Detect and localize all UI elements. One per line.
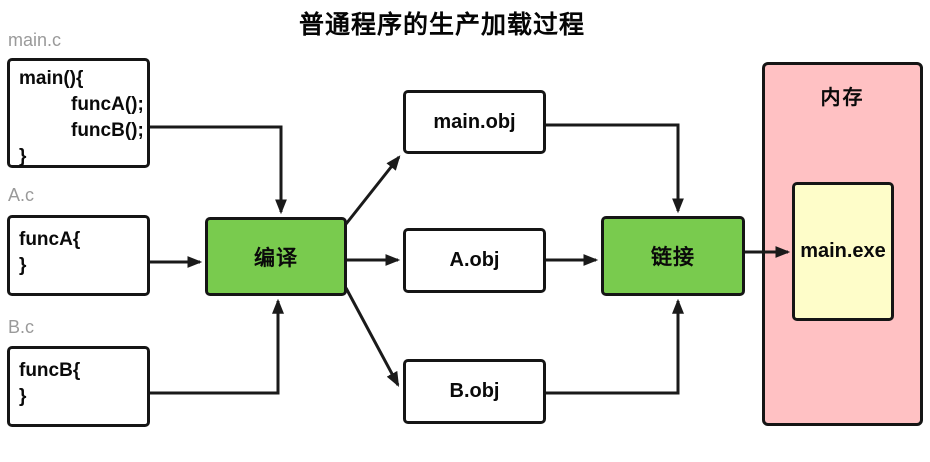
object-box-b-obj: B.obj — [403, 359, 546, 424]
source-box-a-c: funcA{ } — [7, 215, 150, 296]
arrow-compile-to-b-obj — [344, 287, 400, 387]
code-line: } — [19, 255, 27, 276]
code-line: funcB{ — [19, 360, 81, 381]
file-label-b-c: B.c — [8, 317, 35, 337]
diagram-title: 普通程序的生产加载过程 — [298, 11, 585, 39]
compile-stage-box: 编译 — [205, 217, 347, 296]
source-box-b-c: funcB{ } — [7, 346, 150, 427]
arrow-main-obj-to-link — [546, 123, 684, 214]
code-line: funcA{ — [19, 229, 81, 250]
memory-label: 内存 — [820, 87, 865, 109]
file-label-a-c: A.c — [8, 185, 35, 205]
object-box-main-obj: main.obj — [403, 90, 546, 154]
arrow-b-c-to-compile — [150, 298, 284, 395]
code-line: funcA(); — [71, 94, 144, 115]
source-box-main-c: main(){ funcA(); funcB(); } — [7, 58, 150, 168]
object-box-a-obj: A.obj — [403, 228, 546, 293]
link-stage-box: 链接 — [601, 216, 745, 296]
code-line: main(){ — [19, 68, 84, 89]
exe-box: main.exe — [792, 182, 894, 321]
arrow-compile-to-main-obj — [344, 155, 401, 225]
arrow-b-obj-to-link — [546, 298, 684, 395]
code-line: } — [19, 146, 27, 167]
code-line: funcB(); — [71, 120, 144, 141]
file-label-main-c: main.c — [8, 30, 62, 50]
code-line: } — [19, 386, 27, 407]
arrow-main-c-to-compile — [150, 125, 287, 215]
